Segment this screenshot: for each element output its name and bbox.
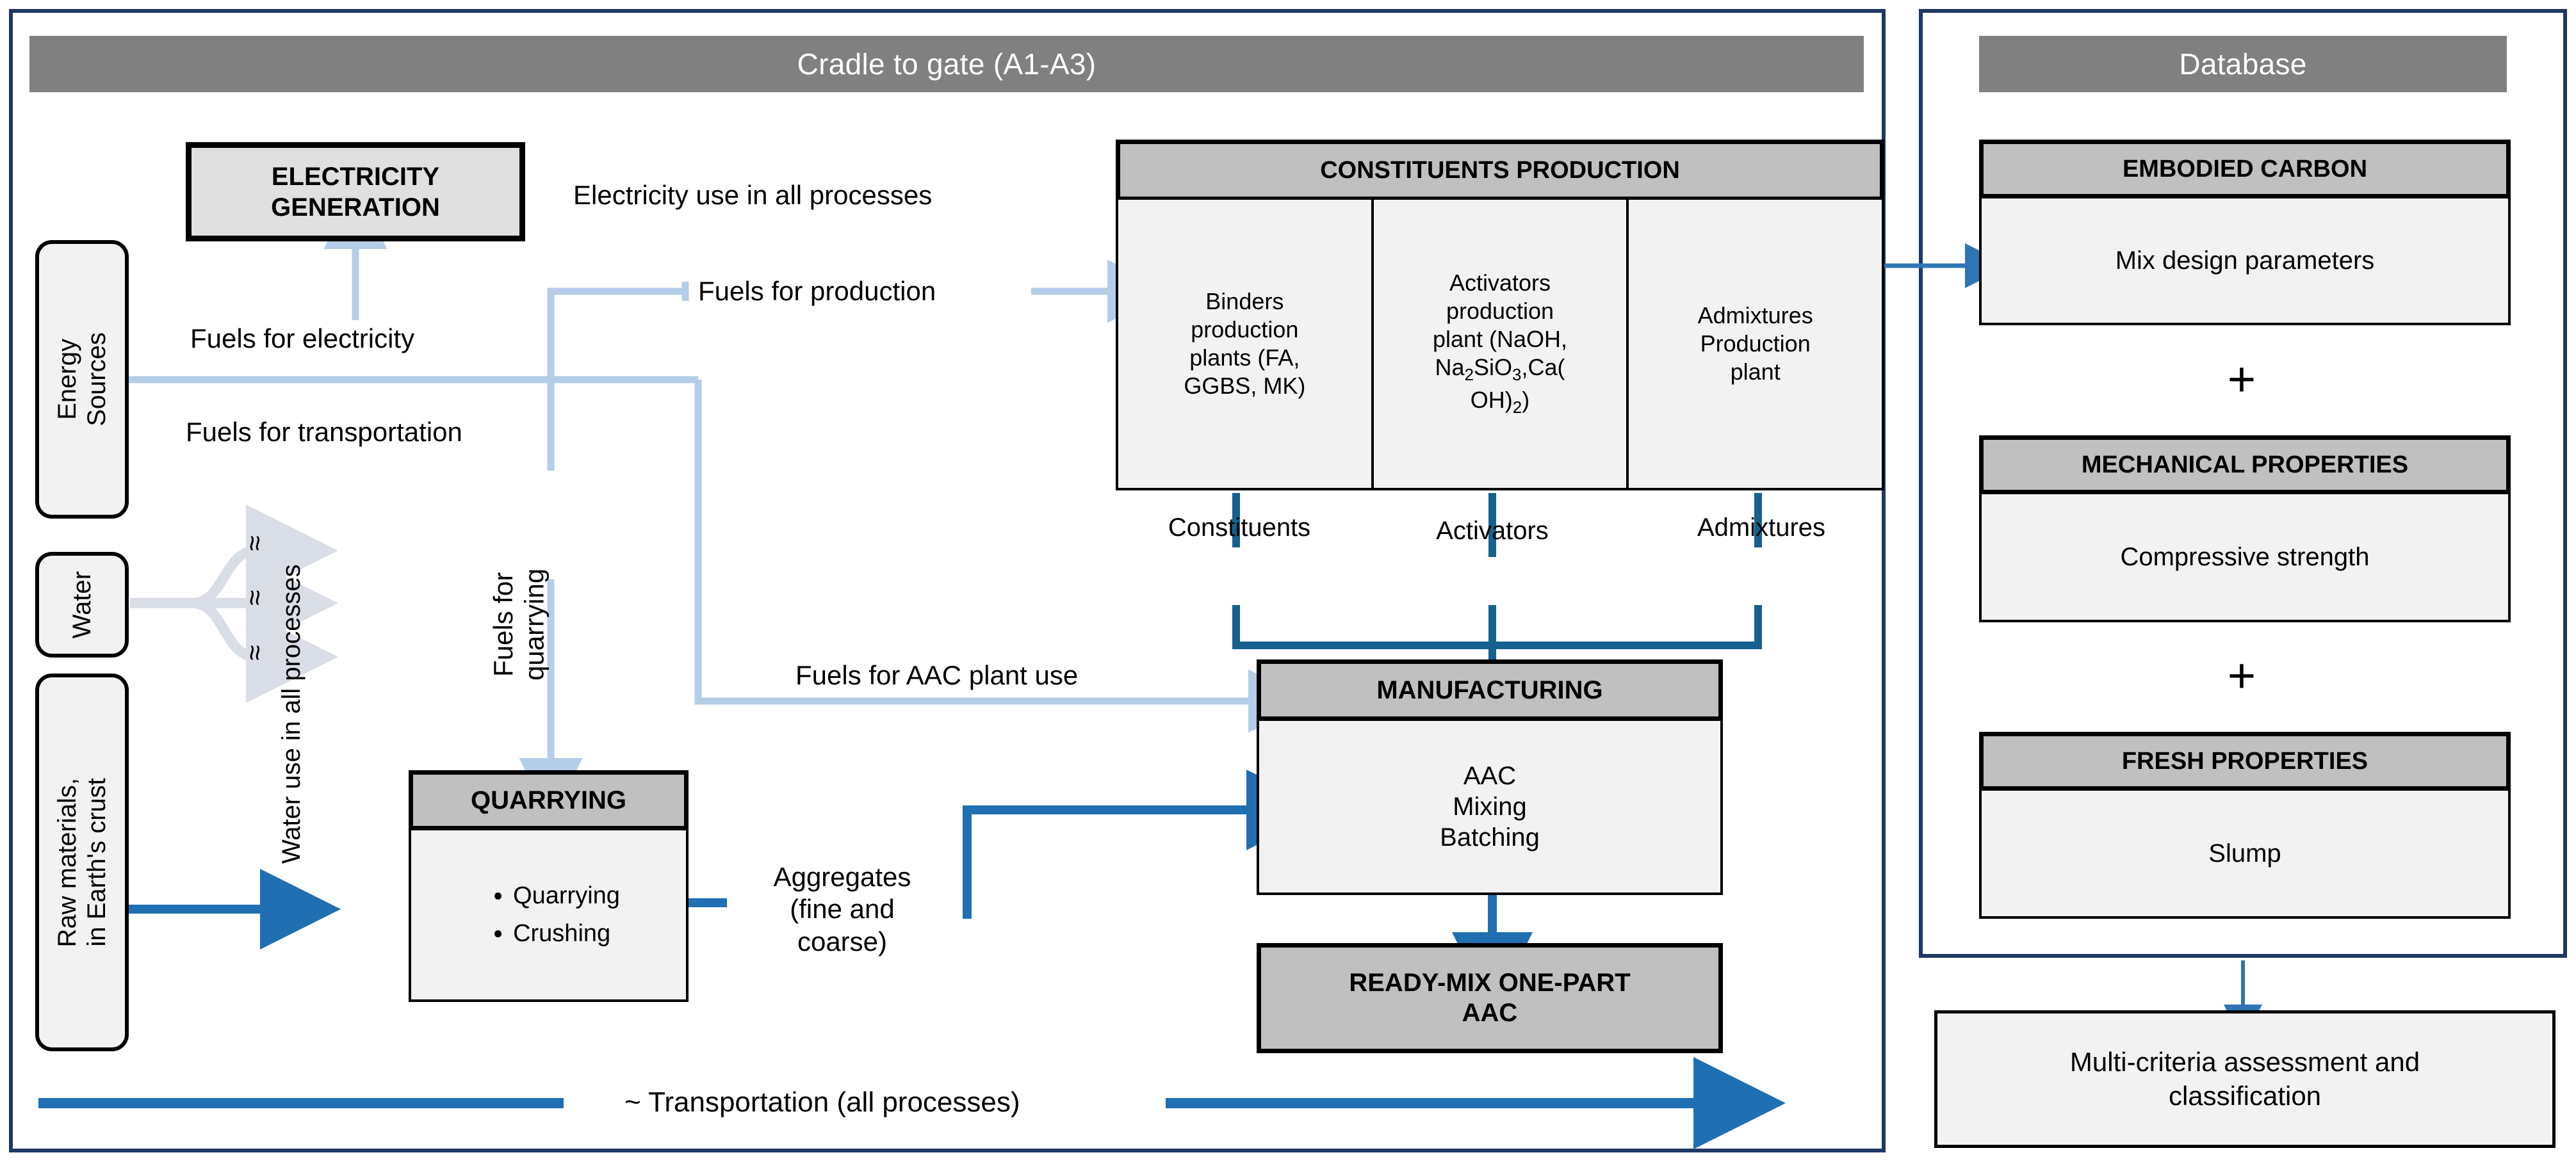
source-energy-sources-label: Energy Sources <box>53 332 111 426</box>
source-water-label: Water <box>68 570 96 639</box>
multi-criteria-output-label: Multi-criteria assessment and classifica… <box>2069 1047 2420 1111</box>
label-fuels-for-quarrying: Fuels for quarrying <box>488 568 550 681</box>
card-mechanical-properties[interactable]: MECHANICAL PROPERTIES Compressive streng… <box>1979 435 2511 622</box>
constituents-production-columns: Binders production plants (FA, GGBS, MK)… <box>1116 200 1884 490</box>
label-fuels-for-transportation: Fuels for transportation <box>186 417 462 447</box>
plus-sign-2: + <box>2227 649 2256 703</box>
label-fuels-for-production: Fuels for production <box>698 276 936 306</box>
admixtures-l1: Admixtures <box>1697 302 1813 329</box>
activators-l4: Na2SiO3,Ca( <box>1435 354 1565 385</box>
label-water-use-in-all-processes: Water use in all processes <box>277 564 306 864</box>
database-banner: Database <box>1979 36 2507 92</box>
card-embodied-carbon[interactable]: EMBODIED CARBON Mix design parameters <box>1979 140 2511 325</box>
quarrying-bullet-1: Crushing <box>513 915 620 953</box>
admixtures-l2: Production <box>1700 330 1811 357</box>
card-embodied-carbon-body: Mix design parameters <box>1979 198 2511 325</box>
card-embodied-carbon-header: EMBODIED CARBON <box>1979 140 2511 198</box>
activators-l5: OH)2) <box>1470 386 1530 417</box>
manufacturing-box[interactable]: MANUFACTURING AAC Mixing Batching <box>1257 659 1723 895</box>
card-mechanical-properties-header: MECHANICAL PROPERTIES <box>1979 435 2511 494</box>
outlet-label-constituents: Constituents <box>1168 513 1311 542</box>
source-raw-materials[interactable]: Raw materials, in Earth's crust <box>35 674 129 1051</box>
plus-sign-1: + <box>2227 352 2256 407</box>
activators-l2: production <box>1446 298 1554 325</box>
source-water[interactable]: Water <box>35 552 129 658</box>
outlet-label-admixtures: Admixtures <box>1697 513 1826 542</box>
column-activators[interactable]: Activators production plant (NaOH, Na2Si… <box>1371 200 1627 488</box>
cradle-to-gate-banner: Cradle to gate (A1-A3) <box>29 36 1864 92</box>
binders-l1: Binders <box>1205 288 1284 315</box>
quarrying-bullet-0: Quarrying <box>513 877 620 915</box>
manufacturing-body: AAC Mixing Batching <box>1257 721 1723 895</box>
binders-l2: production <box>1191 316 1299 343</box>
label-fuels-for-electricity: Fuels for electricity <box>190 323 415 353</box>
label-fuels-for-aac-plant-use: Fuels for AAC plant use <box>795 660 1079 690</box>
water-squiggle-icon-bottom: ≈ <box>239 645 271 661</box>
card-fresh-properties-body: Slump <box>1979 791 2511 919</box>
binders-l3: plants (FA, <box>1189 344 1300 371</box>
label-aggregates: Aggregates (fine and coarse) <box>773 862 911 957</box>
outlet-label-activators: Activators <box>1436 517 1549 545</box>
card-mechanical-properties-body: Compressive strength <box>1979 494 2511 622</box>
label-transportation: ~ Transportation (all processes) <box>624 1086 1020 1118</box>
constituents-production-header: CONSTITUENTS PRODUCTION <box>1116 140 1884 201</box>
ready-mix-one-part-aac-box[interactable]: READY-MIX ONE-PART AAC <box>1257 943 1723 1053</box>
label-electricity-use: Electricity use in all processes <box>573 180 933 210</box>
card-fresh-properties[interactable]: FRESH PROPERTIES Slump <box>1979 732 2511 919</box>
water-squiggle-icon-middle: ≈ <box>239 590 271 606</box>
source-energy-sources[interactable]: Energy Sources <box>35 240 129 519</box>
column-binders[interactable]: Binders production plants (FA, GGBS, MK) <box>1118 200 1371 488</box>
quarrying-header: QUARRYING <box>409 770 689 830</box>
quarrying-body: Quarrying Crushing <box>409 830 689 1002</box>
multi-criteria-output-box[interactable]: Multi-criteria assessment and classifica… <box>1934 1010 2556 1148</box>
electricity-generation-box[interactable]: ELECTRICITY GENERATION <box>186 142 525 241</box>
water-squiggle-icon-top: ≈ <box>239 535 271 551</box>
ready-mix-label: READY-MIX ONE-PART AAC <box>1349 968 1631 1027</box>
manufacturing-header: MANUFACTURING <box>1257 659 1723 721</box>
electricity-generation-label: ELECTRICITY GENERATION <box>271 162 440 222</box>
card-fresh-properties-header: FRESH PROPERTIES <box>1979 732 2511 791</box>
admixtures-l3: plant <box>1730 358 1781 385</box>
binders-l4: GGBS, MK) <box>1184 372 1306 399</box>
source-raw-materials-label: Raw materials, in Earth's crust <box>53 777 111 948</box>
constituents-production-box[interactable]: CONSTITUENTS PRODUCTION <box>1116 140 1884 490</box>
activators-l3: plant (NaOH, <box>1432 326 1568 353</box>
column-admixtures[interactable]: Admixtures Production plant <box>1626 200 1882 488</box>
quarrying-box[interactable]: QUARRYING Quarrying Crushing <box>409 770 689 1002</box>
activators-l1: Activators <box>1449 270 1551 296</box>
